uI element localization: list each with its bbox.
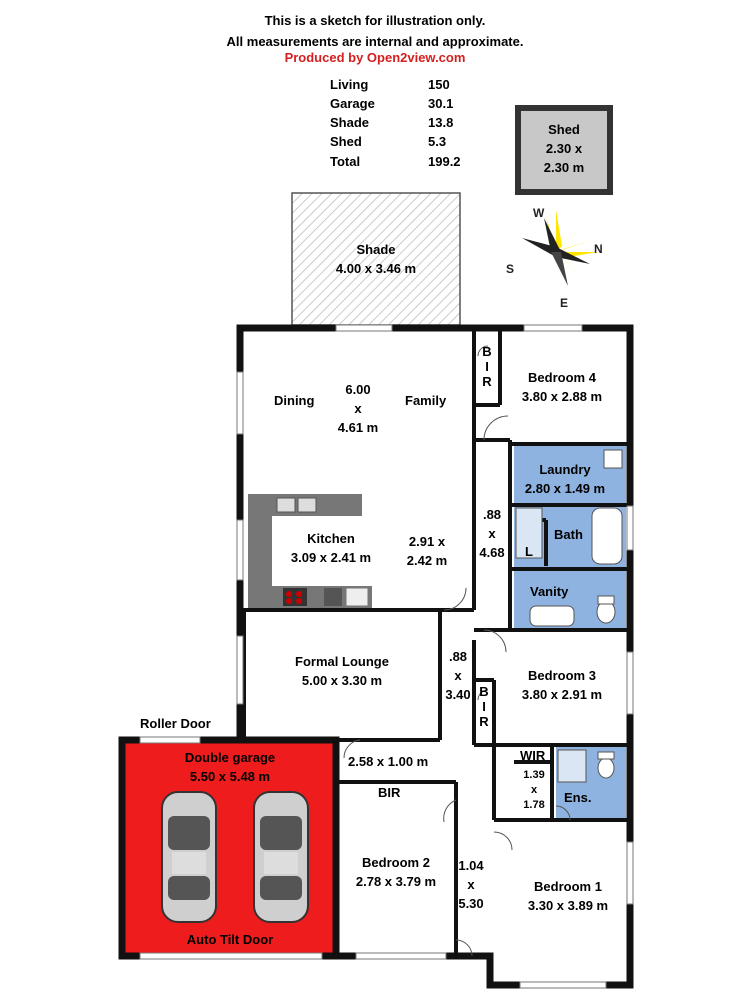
living-dims: 6.00 x 4.61 m xyxy=(337,382,379,435)
pantry-box xyxy=(324,588,342,606)
area-label: Shed xyxy=(330,134,362,149)
shower-ensuite xyxy=(557,749,587,783)
compass-n: N xyxy=(594,242,603,256)
laundry-tub xyxy=(603,449,623,469)
kitchen-label: Kitchen 3.09 x 2.41 m xyxy=(290,531,372,565)
family-label: Family xyxy=(405,393,447,408)
area-label: Living xyxy=(330,77,369,92)
basin-vanity xyxy=(529,605,575,627)
bir-bedroom4: B I R xyxy=(482,344,492,389)
disclaimer-line-1: This is a sketch for illustration only. xyxy=(264,13,486,28)
area-value: 150 xyxy=(428,77,450,92)
compass-e: E xyxy=(560,296,569,310)
bedroom3-label: Bedroom 3 3.80 x 2.91 m xyxy=(521,668,603,702)
area-row-shed: Shed 5.3 xyxy=(330,134,470,153)
linen-label: L xyxy=(525,544,533,559)
shower-main xyxy=(515,507,543,559)
hall1-dims: .88 x 4.68 xyxy=(479,507,505,560)
compass-w: W xyxy=(533,206,545,220)
auto-tilt-door-label: Auto Tilt Door xyxy=(186,932,274,947)
vanity-label: Vanity xyxy=(530,584,569,599)
hall4-dims: 1.04 x 5.30 xyxy=(458,858,484,911)
hall3-dims: 2.58 x 1.00 m xyxy=(348,754,429,769)
cooktop xyxy=(283,588,307,606)
shed-outline xyxy=(515,105,613,195)
bir-bedroom3: B I R xyxy=(479,684,489,729)
wir-label: WIR xyxy=(520,748,546,763)
garage-label: Double garage 5.50 x 5.48 m xyxy=(184,750,276,784)
car-right-icon xyxy=(253,791,309,923)
producer-credit[interactable]: Produced by Open2view.com xyxy=(284,50,466,65)
compass-s: S xyxy=(506,262,515,276)
area-label: Total xyxy=(330,154,361,169)
area-row-garage: Garage 30.1 xyxy=(330,96,470,115)
wir-dims: 1.39 x 1.78 xyxy=(523,769,545,811)
area-label: Shade xyxy=(330,115,370,130)
area-row-total: Total 199.2 xyxy=(330,154,470,173)
roller-door-label: Roller Door xyxy=(140,716,211,731)
compass-star-icon xyxy=(522,210,598,286)
fan-box xyxy=(345,587,369,607)
toilet-ensuite xyxy=(597,757,615,779)
area-value: 5.3 xyxy=(428,134,447,149)
formal-lounge-label: Formal Lounge 5.00 x 3.30 m xyxy=(295,654,389,688)
bedroom2-label: Bedroom 2 2.78 x 3.79 m xyxy=(355,855,437,889)
bathtub xyxy=(591,507,623,565)
laundry-label: Laundry 2.80 x 1.49 m xyxy=(524,462,606,496)
area-row-shade: Shade 13.8 xyxy=(330,115,470,134)
kitchen-right-dims: 2.91 x 2.42 m xyxy=(406,534,448,568)
area-label: Garage xyxy=(330,96,375,111)
area-value: 199.2 xyxy=(428,154,461,169)
hall2-dims: .88 x 3.40 xyxy=(445,649,471,702)
sink-right xyxy=(297,497,317,513)
bedroom1-label: Bedroom 1 3.30 x 3.89 m xyxy=(527,879,609,913)
area-value: 13.8 xyxy=(428,115,454,130)
car-left-icon xyxy=(161,791,217,923)
area-value: 30.1 xyxy=(428,96,454,111)
shade-label: Shade 4.00 x 3.46 m xyxy=(335,242,417,276)
disclaimer-line-2: All measurements are internal and approx… xyxy=(226,34,524,49)
dining-label: Dining xyxy=(274,393,315,408)
bir-bedroom2: BIR xyxy=(378,785,401,800)
bedroom4-label: Bedroom 4 3.80 x 2.88 m xyxy=(521,370,603,404)
area-row-living: Living 150 xyxy=(330,77,470,96)
sink-left xyxy=(276,497,296,513)
shed-label: Shed 2.30 x 2.30 m xyxy=(543,122,585,175)
ensuite-label: Ens. xyxy=(564,790,592,805)
bath-label: Bath xyxy=(554,527,583,542)
